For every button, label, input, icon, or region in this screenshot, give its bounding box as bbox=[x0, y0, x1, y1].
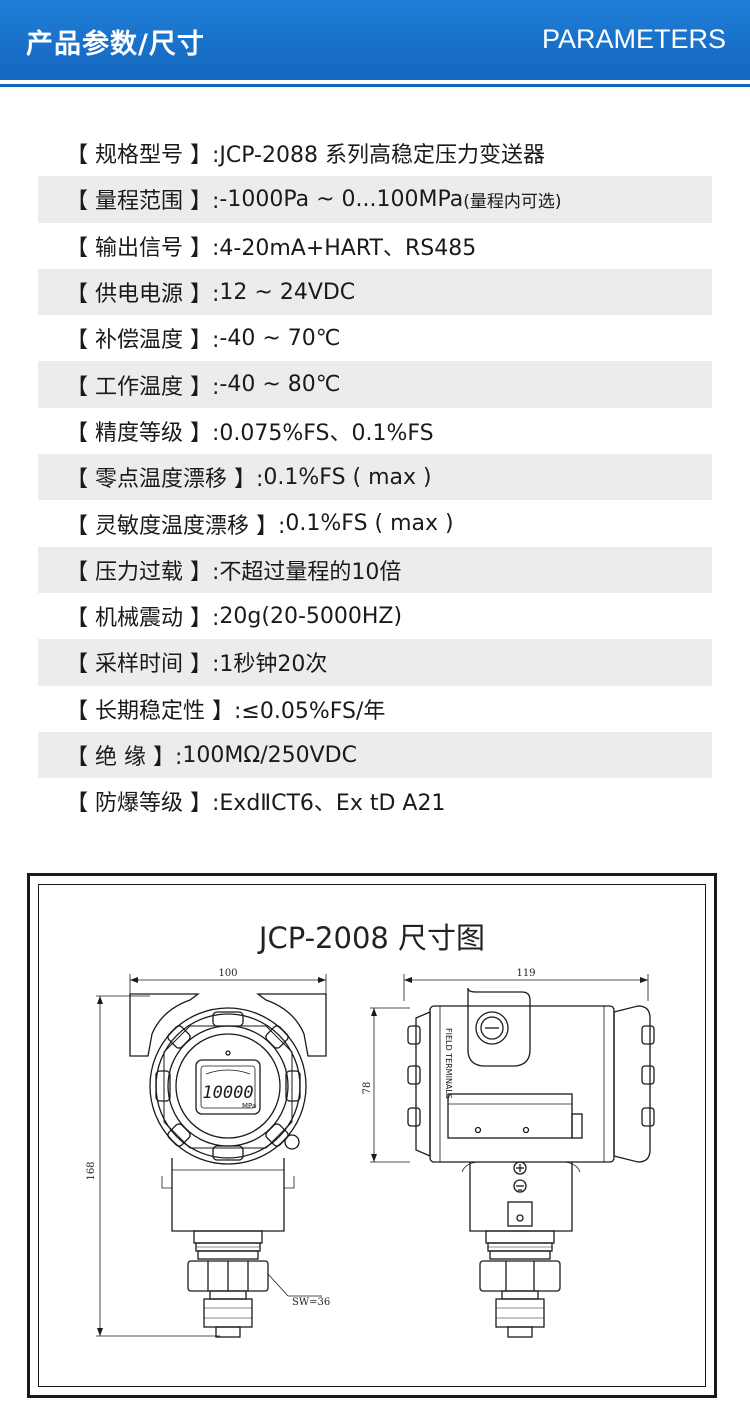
dim-front-width: 100 bbox=[218, 968, 237, 979]
param-row: 【 精度等级 】: 0.075%FS、0.1%FS bbox=[38, 408, 712, 454]
param-row: 【 供电电源 】: 12 ~ 24VDC bbox=[38, 268, 712, 316]
param-label: 【 绝 缘 】: bbox=[66, 745, 183, 770]
param-row: 【 量程范围 】: -1000Pa ~ 0...100MPa (量程内可选) bbox=[38, 176, 712, 223]
param-value: JCP-2088 系列高稳定压力变送器 bbox=[219, 143, 545, 169]
param-row: 【 工作温度 】: -40 ~ 80℃ bbox=[38, 361, 712, 408]
param-label: 【 输出信号 】: bbox=[66, 235, 220, 261]
param-row: 【 压力过载 】: 不超过量程的10倍 bbox=[38, 546, 712, 593]
header-title-cn: 产品参数/尺寸 bbox=[26, 29, 205, 60]
param-value: -40 ~ 70℃ bbox=[219, 325, 341, 351]
header-title-en: PARAMETERS bbox=[541, 24, 726, 54]
param-value: ≤0.05%FS/年 bbox=[241, 698, 386, 724]
param-label: 【 工作温度 】: bbox=[66, 374, 220, 400]
dim-total-height: 168 bbox=[86, 1161, 97, 1180]
param-value: 0.1%FS ( max ) bbox=[285, 511, 454, 537]
param-label: 【 量程范围 】: bbox=[66, 189, 220, 215]
param-value: ExdⅡCT6、Ex tD A21 bbox=[219, 791, 446, 817]
side-view: 119 78 FI bbox=[362, 968, 655, 1338]
parameter-list: 【 规格型号 】: JCP-2088 系列高稳定压力变送器 【 量程范围 】: … bbox=[38, 130, 712, 824]
dim-wrench-size: SW=36 bbox=[292, 1297, 330, 1308]
lcd-value: 10000 bbox=[202, 1083, 253, 1103]
param-row: 【 长期稳定性 】: ≤0.05%FS/年 bbox=[38, 686, 712, 732]
terminal-label: FIELD TERMINALS bbox=[444, 1028, 453, 1099]
param-value: 12 ~ 24VDC bbox=[219, 279, 356, 305]
param-row: 【 机械震动 】: 20g(20-5000HZ) bbox=[38, 593, 712, 639]
dimension-drawing-inner-border: JCP-2008 尺寸图 bbox=[38, 884, 706, 1387]
param-value: 0.075%FS、0.1%FS bbox=[219, 420, 434, 446]
param-row: 【 零点温度漂移 】: 0.1%FS ( max ) bbox=[38, 454, 712, 501]
param-label: 【 防爆等级 】: bbox=[66, 791, 220, 817]
param-value: 1秒钟20次 bbox=[219, 652, 328, 678]
param-value: 0.1%FS ( max ) bbox=[263, 464, 432, 490]
param-value: 20g(20-5000HZ) bbox=[219, 603, 403, 629]
param-row: 【 灵敏度温度漂移 】: 0.1%FS ( max ) bbox=[38, 500, 712, 546]
param-row: 【 规格型号 】: JCP-2088 系列高稳定压力变送器 bbox=[38, 130, 712, 176]
param-value: 4-20mA+HART、RS485 bbox=[219, 235, 477, 261]
param-note: (量程内可选) bbox=[463, 191, 562, 212]
param-label: 【 长期稳定性 】: bbox=[66, 698, 242, 724]
param-row: 【 采样时间 】: 1秒钟20次 bbox=[38, 639, 712, 686]
param-label: 【 供电电源 】: bbox=[66, 282, 220, 308]
drawing-title: JCP-2008 尺寸图 bbox=[258, 921, 486, 955]
param-label: 【 补偿温度 】: bbox=[66, 328, 220, 354]
param-label: 【 采样时间 】: bbox=[66, 652, 220, 678]
param-row: 【 绝 缘 】: 100MΩ/250VDC bbox=[38, 731, 712, 779]
lcd-unit: MPa bbox=[242, 1102, 256, 1110]
param-value: -40 ~ 80℃ bbox=[219, 372, 341, 398]
header-divider bbox=[0, 84, 750, 87]
param-label: 【 精度等级 】: bbox=[66, 420, 220, 446]
param-row: 【 防爆等级 】: ExdⅡCT6、Ex tD A21 bbox=[38, 778, 712, 824]
dim-side-width: 119 bbox=[516, 968, 535, 979]
page-header: 产品参数/尺寸 PARAMETERS bbox=[0, 0, 750, 80]
param-value: 100MΩ/250VDC bbox=[182, 742, 357, 768]
param-label: 【 灵敏度温度漂移 】: bbox=[66, 513, 286, 539]
param-label: 【 零点温度漂移 】: bbox=[66, 467, 264, 493]
dim-head-height: 78 bbox=[362, 1082, 373, 1095]
param-value: 不超过量程的10倍 bbox=[219, 559, 402, 585]
param-row: 【 输出信号 】: 4-20mA+HART、RS485 bbox=[38, 223, 712, 269]
param-label: 【 规格型号 】: bbox=[66, 143, 220, 169]
param-value: -1000Pa ~ 0...100MPa bbox=[219, 186, 464, 212]
param-row: 【 补偿温度 】: -40 ~ 70℃ bbox=[38, 315, 712, 361]
param-label: 【 机械震动 】: bbox=[66, 606, 220, 632]
param-label: 【 压力过载 】: bbox=[66, 559, 220, 585]
dimension-drawing-frame: JCP-2008 尺寸图 100 168 bbox=[27, 873, 717, 1398]
front-view: 100 168 bbox=[86, 968, 330, 1338]
dimension-drawing: 100 168 bbox=[86, 968, 655, 1338]
